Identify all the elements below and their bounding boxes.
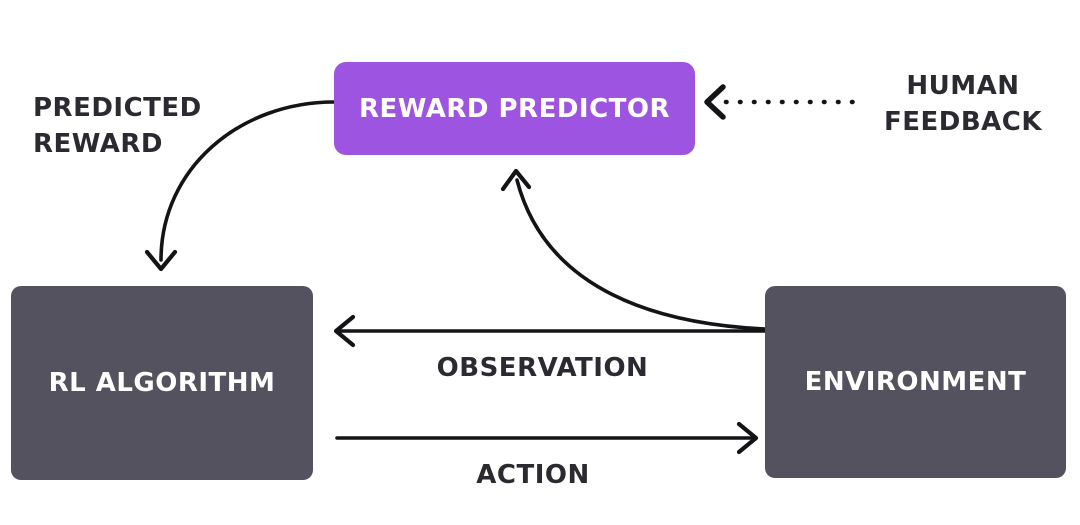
action-arrow bbox=[335, 421, 759, 455]
environment-node: ENVIRONMENT bbox=[765, 286, 1066, 478]
observation-arrow bbox=[333, 314, 767, 348]
action-label: ACTION bbox=[476, 460, 590, 490]
environment-to-reward-predictor-arrow bbox=[500, 168, 767, 331]
rl-algorithm-node: RL ALGORITHM bbox=[11, 286, 313, 480]
observation-label: OBSERVATION bbox=[436, 353, 649, 383]
predicted-reward-label: PREDICTED REWARD bbox=[33, 93, 202, 159]
reward-predictor-node: REWARD PREDICTOR bbox=[334, 62, 695, 155]
environment-label: ENVIRONMENT bbox=[804, 367, 1027, 397]
rl-algorithm-label: RL ALGORITHM bbox=[48, 368, 276, 398]
reward-predictor-label: REWARD PREDICTOR bbox=[358, 93, 671, 124]
human-feedback-label: HUMAN FEEDBACK bbox=[883, 71, 1043, 137]
human-feedback-arrow bbox=[704, 84, 863, 120]
